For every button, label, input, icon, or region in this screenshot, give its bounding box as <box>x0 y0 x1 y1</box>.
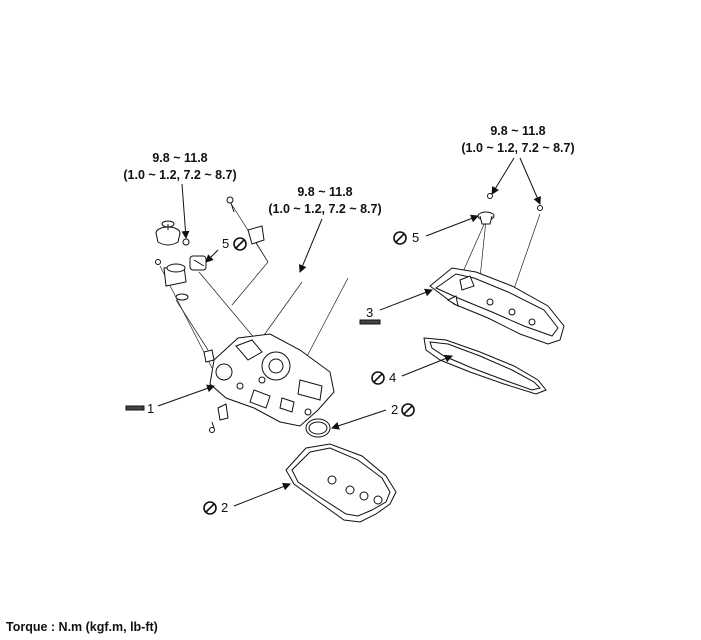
plug-gasket <box>305 418 331 438</box>
breather-fitting <box>247 225 265 245</box>
torque-units: (1.0 ~ 1.2, 7.2 ~ 8.7) <box>123 168 236 182</box>
callout-number: 5 <box>222 236 229 251</box>
cover-gasket-left <box>285 443 397 523</box>
callout-number: 2 <box>391 402 398 417</box>
pcv-valve-right <box>477 211 495 225</box>
torque-value: 9.8 ~ 11.8 <box>490 124 545 138</box>
callout-number: 3 <box>366 305 373 320</box>
callout-arrow <box>425 214 479 237</box>
oil-filler-cap <box>155 220 181 246</box>
small-bolt <box>182 238 190 246</box>
cylinder-head-cover-left <box>203 333 335 427</box>
bolt <box>209 421 215 433</box>
callout-5-right: 5 <box>393 214 479 245</box>
callout-arrow <box>205 249 219 263</box>
torque-arrow <box>519 157 541 205</box>
callout-number: 2 <box>221 500 228 515</box>
callout-2-bottom: 2 <box>203 482 291 515</box>
torque-value: 9.8 ~ 11.8 <box>297 185 352 199</box>
torque-spec-left: 9.8 ~ 11.8 (1.0 ~ 1.2, 7.2 ~ 8.7) <box>123 151 236 182</box>
cover-gasket-right <box>423 337 547 395</box>
callout-arrow <box>233 482 291 507</box>
bolt <box>487 193 543 211</box>
callout-number: 5 <box>412 230 419 245</box>
callout-arrow <box>401 354 453 377</box>
cylinder-head-cover-right <box>429 267 565 345</box>
callout-3: 3 <box>366 288 433 320</box>
pcv-fitting <box>155 259 189 301</box>
callout-number: 1 <box>147 401 154 416</box>
prohibition-circle-icon <box>393 231 407 245</box>
callout-1: 1 <box>147 384 215 416</box>
prohibition-circle-icon <box>401 403 415 417</box>
torque-spec-center: 9.8 ~ 11.8 (1.0 ~ 1.2, 7.2 ~ 8.7) <box>268 185 381 216</box>
pcv-valve-left <box>189 255 207 271</box>
torque-arrow <box>491 157 515 195</box>
long-bolt <box>125 405 145 411</box>
callout-4: 4 <box>371 354 453 385</box>
torque-spec-right: 9.8 ~ 11.8 (1.0 ~ 1.2, 7.2 ~ 8.7) <box>461 124 574 155</box>
prohibition-circle-icon <box>203 501 217 515</box>
callout-arrow <box>157 384 215 407</box>
callout-arrow <box>331 409 387 430</box>
callout-number: 4 <box>389 370 396 385</box>
torque-arrow <box>298 218 323 273</box>
callout-5-left: 5 <box>205 236 247 263</box>
bolt <box>226 196 235 213</box>
prohibition-circle-icon <box>233 237 247 251</box>
torque-value: 9.8 ~ 11.8 <box>152 151 207 165</box>
torque-units: (1.0 ~ 1.2, 7.2 ~ 8.7) <box>268 202 381 216</box>
callout-arrow <box>379 288 433 311</box>
torque-arrow <box>181 183 190 239</box>
torque-units: (1.0 ~ 1.2, 7.2 ~ 8.7) <box>461 141 574 155</box>
callout-2-right: 2 <box>331 402 415 430</box>
prohibition-circle-icon <box>371 371 385 385</box>
torque-units-legend: Torque : N.m (kgf.m, lb-ft) <box>6 620 158 634</box>
long-bolt <box>359 319 381 325</box>
torque-arrows <box>181 157 541 273</box>
